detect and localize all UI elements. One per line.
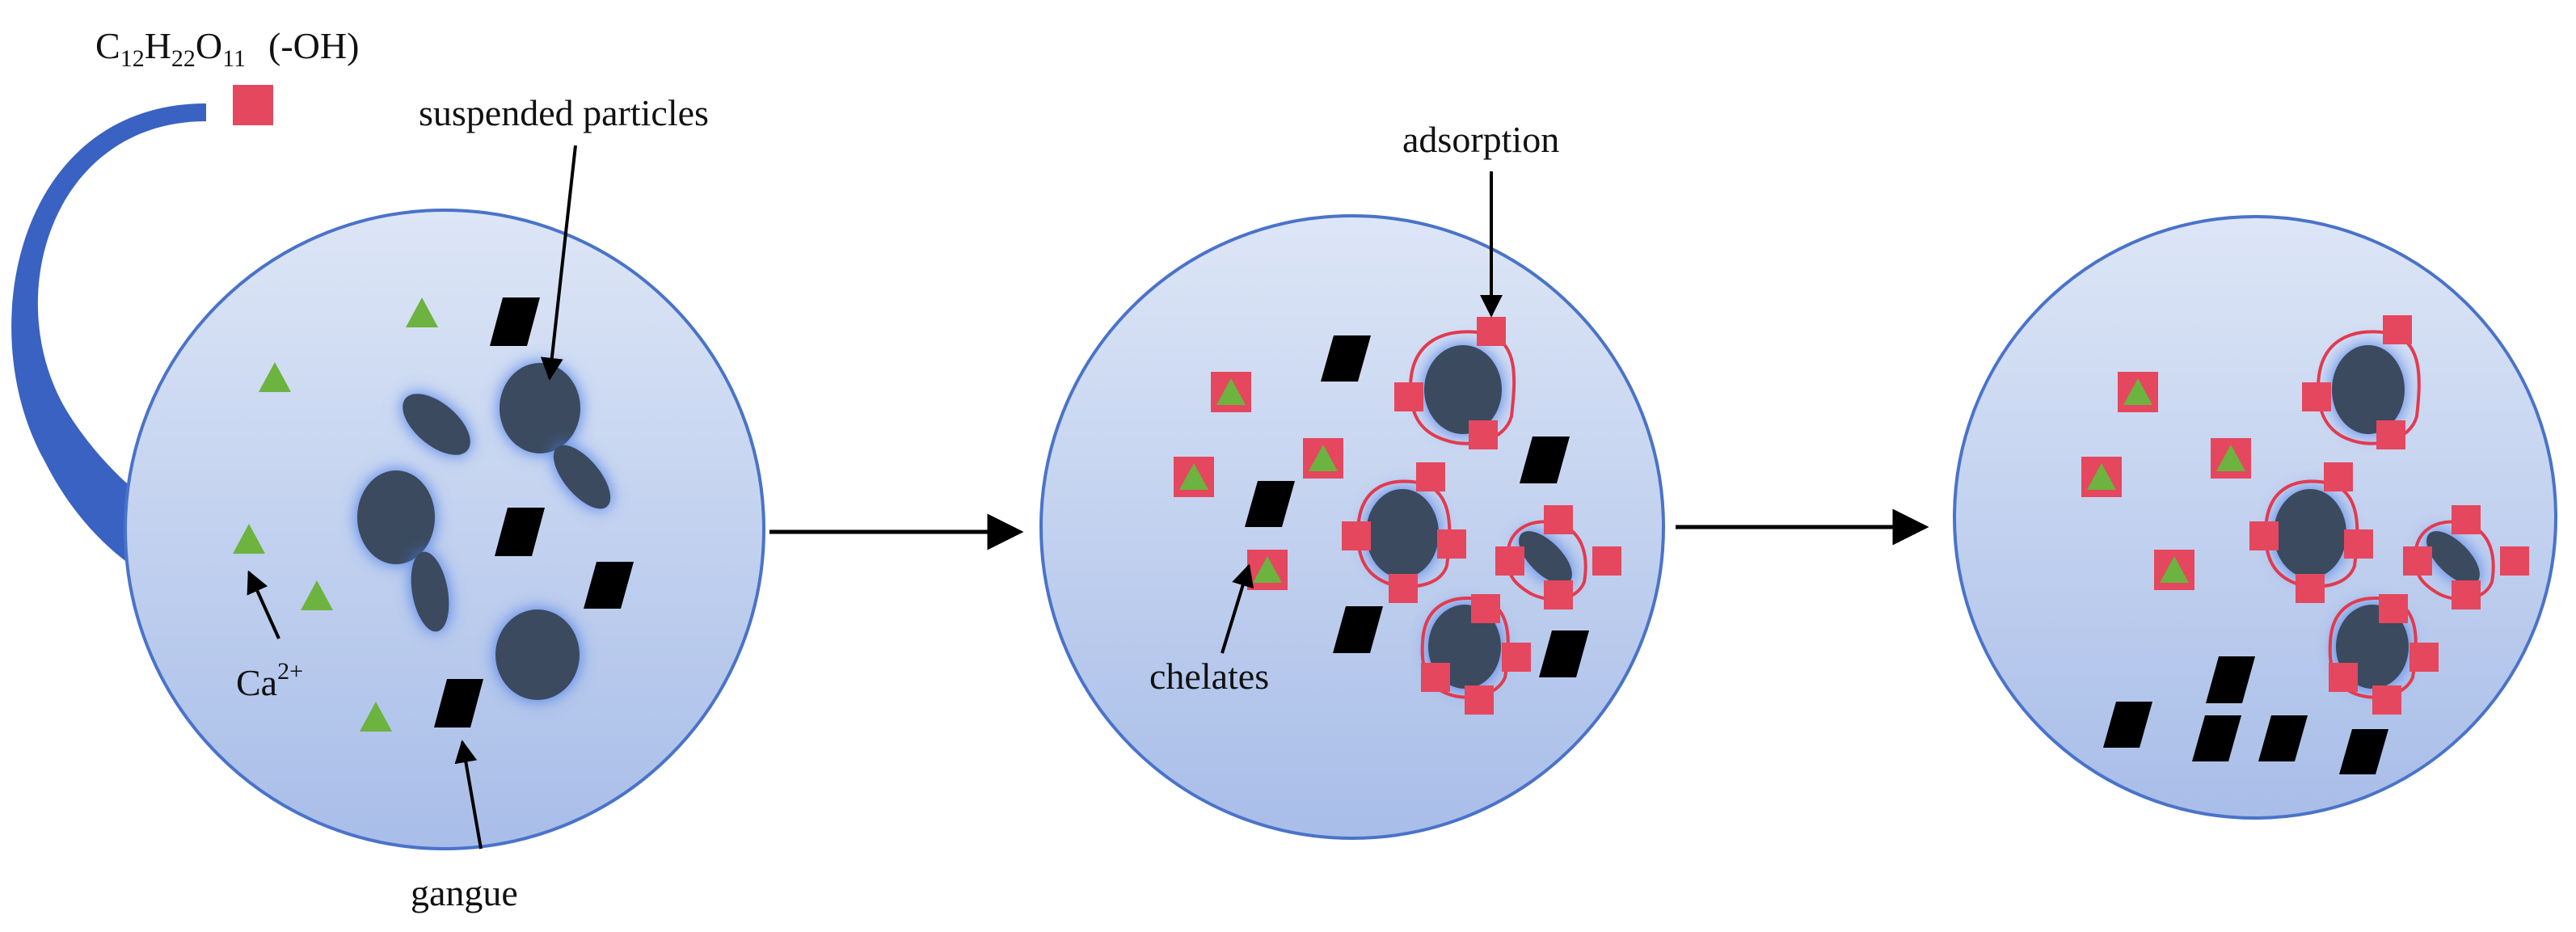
formula-o-sub: 11 [222, 45, 246, 72]
gangue-icon [2258, 715, 2308, 761]
calcium-base: Ca [236, 662, 277, 703]
gangue-icon [2339, 729, 2388, 774]
adsorbed-particle [1420, 594, 1531, 715]
chelate-icon [2211, 438, 2251, 479]
gangue-icon [495, 508, 545, 556]
particle-icon [500, 363, 580, 453]
adsorbed-particle [1342, 462, 1466, 603]
chelate-icon [2118, 372, 2158, 412]
gangue-icon [1245, 481, 1295, 527]
chelates-pointer [1221, 563, 1254, 654]
adsorbed-particle [1394, 317, 1516, 449]
calcium-triangle-icon [301, 580, 333, 610]
adsorbed-particle [2302, 315, 2421, 449]
chelate-icon [1211, 372, 1251, 412]
adsorbed-particle [1495, 505, 1621, 609]
calcium-triangle-icon [360, 702, 392, 732]
stage-3-circle [1953, 215, 2557, 820]
formula-c-sub: 12 [120, 45, 145, 72]
calcium-charge: 2+ [277, 658, 303, 685]
gangue-icon [1520, 436, 1570, 483]
adsorption-label: adsorption [1402, 119, 1559, 160]
adsorbed-particle [2249, 462, 2373, 603]
chelate-icon [1303, 438, 1343, 479]
gangue-icon [1539, 630, 1589, 677]
stage-1-circle [124, 209, 765, 850]
gangue-icon [2103, 702, 2152, 748]
gangue-icon [2192, 715, 2241, 761]
formula-h: H [145, 25, 171, 66]
particle-icon [495, 609, 580, 700]
gangue-icon [584, 562, 634, 609]
sucrose-square-icon [233, 85, 273, 125]
particle-icon [403, 394, 470, 455]
particle-icon [411, 551, 449, 632]
chelate-icon [1247, 550, 1288, 590]
gangue-label: gangue [411, 872, 518, 913]
gangue-icon [1321, 335, 1371, 382]
gangue-icon [434, 679, 483, 727]
formula-c: C [95, 25, 120, 66]
adsorbed-particle [2328, 594, 2439, 715]
calcium-triangle-icon [233, 524, 265, 554]
formula-o: O [196, 25, 222, 66]
chelates-label: chelates [1149, 656, 1269, 697]
suspended-particles-pointer [540, 145, 577, 381]
adsorbed-particle [2403, 505, 2529, 609]
particle-icon [357, 470, 435, 564]
particle-icon [553, 445, 611, 509]
calcium-pointer [247, 570, 280, 639]
gangue-icon [490, 297, 540, 346]
formula-h-sub: 22 [171, 45, 196, 72]
gangue-pointer [454, 740, 483, 850]
calcium-label: Ca2+ [236, 658, 303, 703]
calcium-triangle-icon [406, 297, 438, 327]
gangue-icon [1333, 606, 1383, 653]
chelate-icon [2081, 457, 2122, 497]
formula-label: C12H22O11 (-OH) [95, 25, 359, 72]
gangue-icon [2206, 656, 2255, 703]
suspended-particles-label: suspended particles [419, 92, 709, 133]
formula-group: (-OH) [268, 25, 359, 66]
calcium-triangle-icon [259, 362, 291, 392]
chelate-icon [1174, 457, 1214, 497]
chelate-icon [2154, 550, 2194, 590]
